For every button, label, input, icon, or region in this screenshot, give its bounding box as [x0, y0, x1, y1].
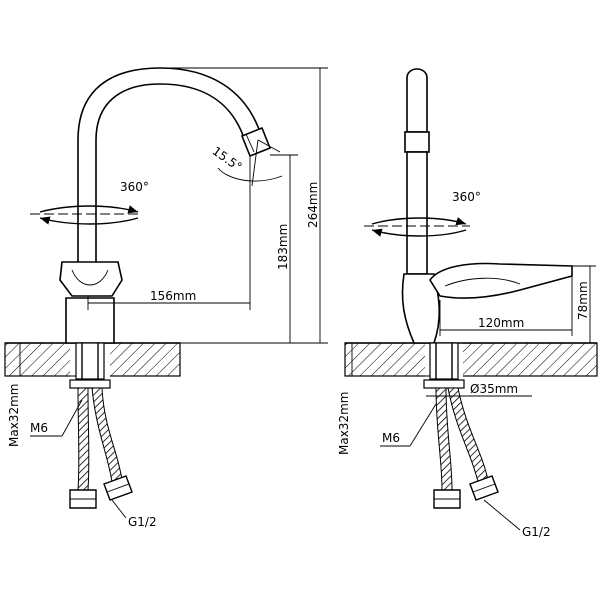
- lever-reach-label: 120mm: [478, 316, 524, 330]
- lever-height-label: 78mm: [576, 281, 590, 320]
- hose-right-1: [435, 387, 453, 491]
- max-thickness-label-left: Max32mm: [7, 384, 21, 447]
- reach-label: 156mm: [150, 289, 196, 303]
- angle-label: 15.5°: [210, 144, 245, 174]
- right-view: 360° 120mm 78mm Ø35mm Max32mm M6 G1/2: [337, 68, 598, 539]
- max-thickness-label-right: Max32mm: [337, 392, 351, 455]
- hose-right-2: [447, 387, 489, 483]
- hole-diameter-label: Ø35mm: [470, 382, 518, 396]
- hose-thread-label-right: G1/2: [522, 525, 551, 539]
- body-left: [59, 261, 123, 297]
- spout-height-label: 183mm: [276, 224, 290, 270]
- hose-thread-label-left: G1/2: [128, 515, 157, 529]
- hose-left-1: [77, 387, 90, 491]
- base-left: [65, 297, 115, 344]
- countertop-right: [344, 342, 598, 377]
- spout-right: [406, 68, 428, 133]
- aerator-left: [240, 126, 272, 158]
- left-view: 360° 15.5° 156mm 183mm 264mm Max32mm M6 …: [4, 67, 328, 529]
- mount-thread-label-right: M6: [382, 431, 400, 445]
- hose-left-2: [91, 387, 123, 483]
- rotation-label-left: 360°: [120, 180, 149, 194]
- mount-thread-label-left: M6: [30, 421, 48, 435]
- total-height-label: 264mm: [306, 182, 320, 228]
- lever-right: [429, 262, 573, 299]
- rotation-label-right: 360°: [452, 190, 481, 204]
